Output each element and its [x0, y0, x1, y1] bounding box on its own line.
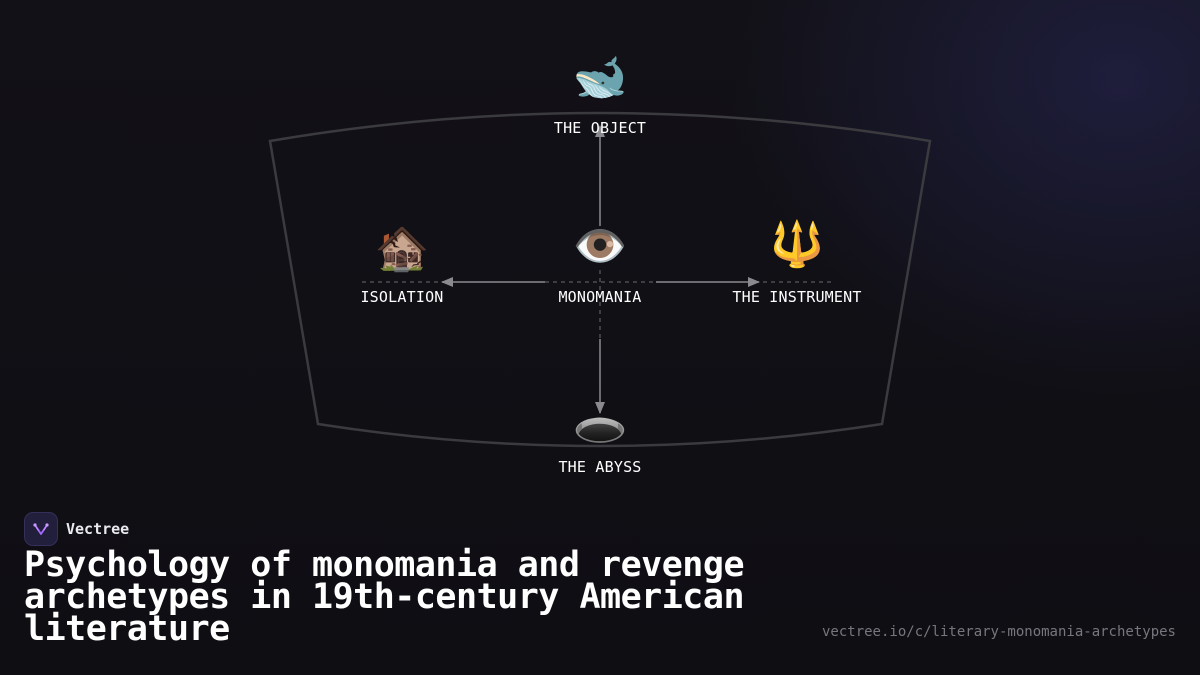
brand: Vectree: [24, 512, 129, 546]
node-label-the-object: THE OBJECT: [553, 119, 647, 137]
diagram-frame: [268, 111, 932, 448]
node-label-the-instrument: THE INSTRUMENT: [732, 288, 862, 306]
derelict-house-icon: 🏚️: [374, 223, 430, 274]
trident-icon: 🔱: [769, 219, 825, 270]
hole-icon: 🕳️: [572, 398, 628, 449]
page-title: Psychology of monomania and revenge arch…: [24, 545, 745, 649]
eye-icon: 👁️: [572, 221, 628, 272]
whale-icon: 🐋: [572, 52, 628, 103]
node-label-monomania: MONOMANIA: [558, 288, 642, 306]
vectree-logo-icon: [24, 512, 58, 546]
brand-name: Vectree: [66, 520, 130, 538]
page-url[interactable]: vectree.io/c/literary-monomania-archetyp…: [821, 624, 1176, 640]
node-label-isolation: ISOLATION: [360, 288, 444, 306]
node-label-the-abyss: THE ABYSS: [558, 458, 642, 476]
archetype-diagram: [268, 111, 932, 448]
